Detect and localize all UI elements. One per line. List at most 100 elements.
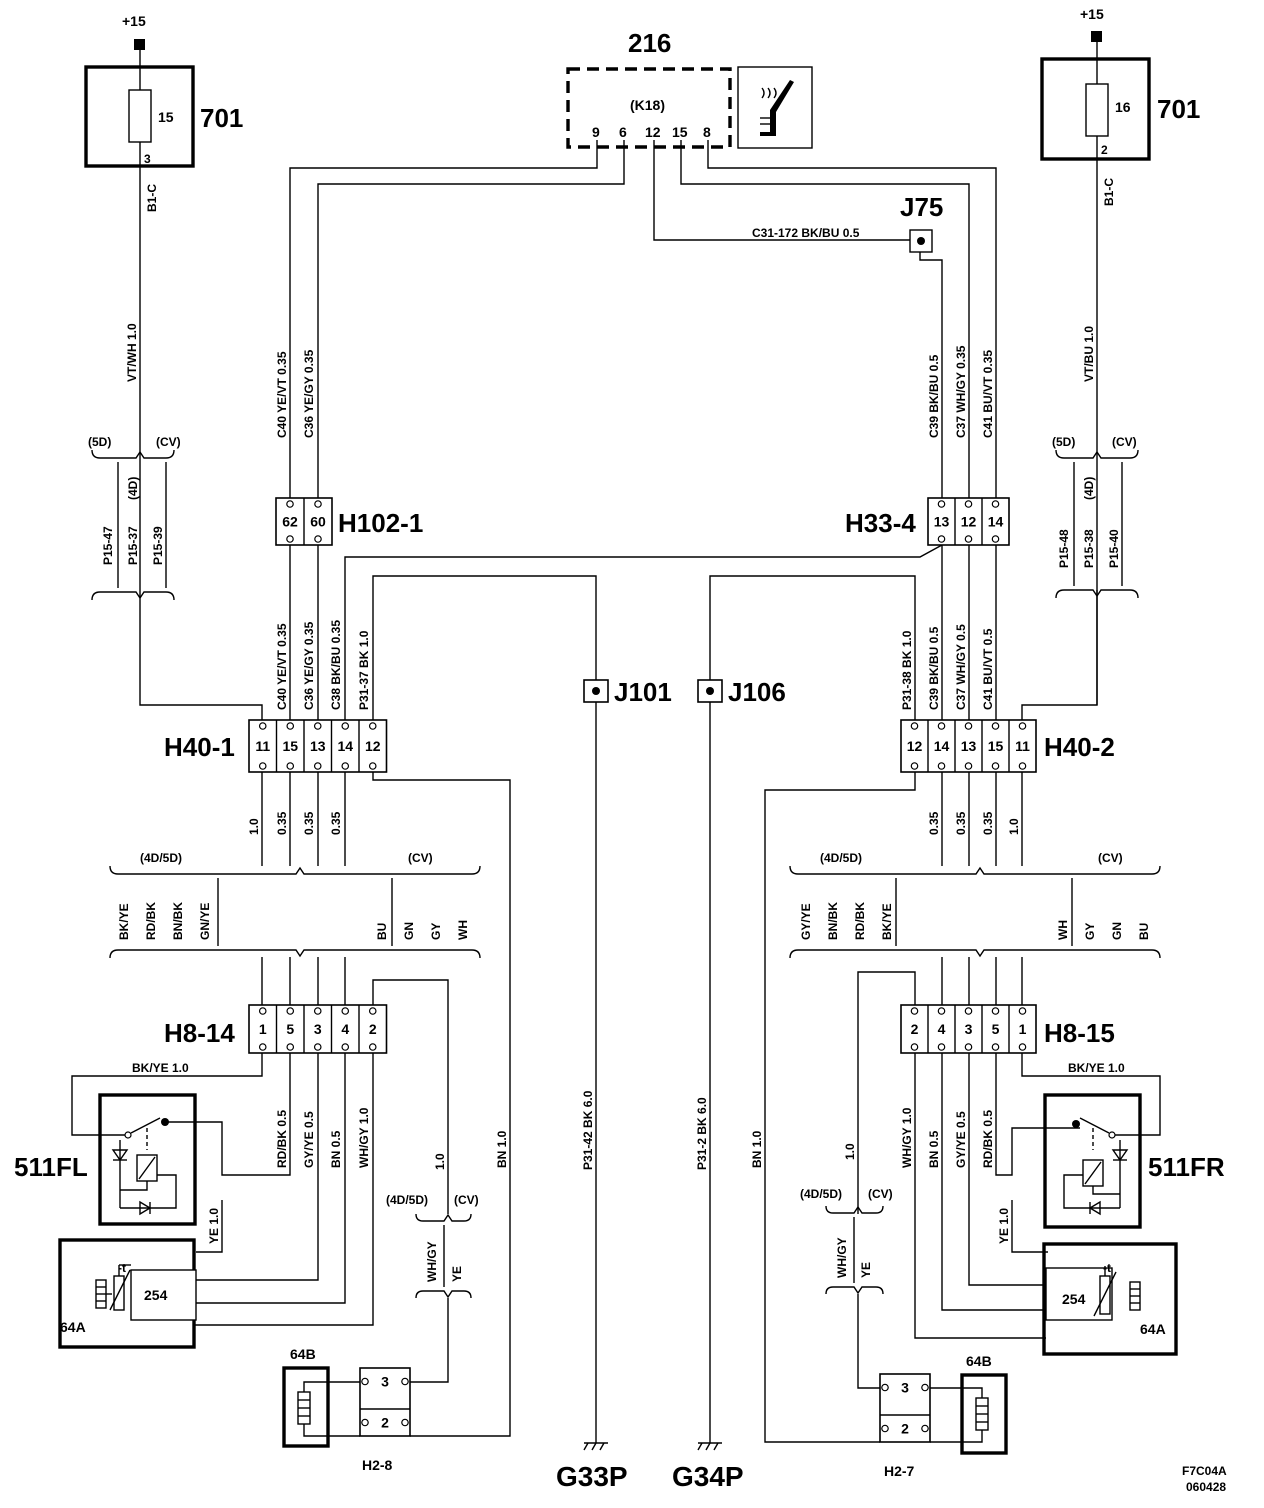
pin-terminal (341, 1007, 350, 1015)
pin-terminal (937, 722, 946, 730)
temp-sensor-254-left-label: 254 (144, 1287, 168, 1303)
variant-4d-5d-right: (4D/5D) (820, 851, 862, 865)
wire-bn-right: BN 1.0 (750, 1130, 764, 1168)
ground-g34p-label: G34P (672, 1461, 744, 1492)
pin-number: 2 (369, 1021, 377, 1037)
connector-label-h8-14: H8-14 (164, 1018, 235, 1048)
pin-number: 62 (282, 514, 298, 530)
pin-terminal (401, 1377, 409, 1386)
wire-bn05-right: BN 0.5 (927, 1130, 941, 1168)
pin-terminal (286, 762, 295, 770)
seat-switch-511fl-label: 511FL (14, 1152, 88, 1182)
splice-j101: J101 (583, 677, 672, 707)
pin-terminal (910, 1007, 919, 1015)
splice-j101-label: J101 (614, 677, 672, 707)
pin-terminal (361, 1377, 369, 1386)
pin-number: 1 (1019, 1021, 1027, 1037)
pin-terminal (313, 1007, 322, 1015)
seat-switch-511fr: 511FR (1043, 1093, 1225, 1229)
pin-terminal (286, 722, 295, 730)
variant-4d-5d-small-right: (4D/5D) (800, 1187, 842, 1201)
pin-terminal (937, 1007, 946, 1015)
color-right-cv-4: BU (1137, 923, 1151, 940)
pin-terminal (964, 1007, 973, 1015)
variant-bracket-right-small: (4D/5D) (CV) WH/GY YE (800, 1187, 893, 1295)
connector-label-h102-1: H102-1 (338, 508, 423, 538)
supply-label-left: +15 (122, 13, 146, 29)
variant-cv-right: (CV) (1112, 435, 1137, 449)
gauge-right-2: 0.35 (954, 811, 968, 835)
color-right-45d-4: BK/YE (880, 903, 894, 940)
pin-terminal (881, 1424, 889, 1433)
seat-switch-511fl: 511FL (14, 1093, 197, 1226)
color-left-45d-3: BN/BK (171, 902, 185, 940)
pin-terminal (258, 1043, 267, 1051)
color-left-cv-2: GN (402, 922, 416, 940)
pin-terminal (368, 722, 377, 730)
pin-terminal (991, 1043, 1000, 1051)
wire-h2-right-top: 1.0 (843, 1143, 857, 1160)
splice-j75-label: J75 (900, 192, 943, 222)
seat-heater-64a-left: -t 64A 254 (58, 1238, 197, 1349)
pin-terminal (314, 500, 322, 508)
pin-terminal (937, 762, 946, 770)
variant-bracket-left-small: (4D/5D) (CV) WH/GY YE (386, 1193, 479, 1299)
variant-bracket-right-mid: (4D/5D) (CV) GY/YE BN/BK RD/BK BK/YE WH … (789, 851, 1161, 959)
backrest-heater-64b-left-label: 64B (290, 1346, 316, 1362)
gauge-left-1: 1.0 (247, 818, 261, 835)
supply-label-right: +15 (1080, 6, 1104, 22)
pin-terminal (314, 535, 322, 543)
pin-terminal (921, 1424, 929, 1433)
wire-c38-mid: C38 BK/BU 0.35 (329, 620, 343, 710)
wire-p31-38: P31-38 BK 1.0 (900, 630, 914, 710)
wire-wh-gy-left: WH/GY 1.0 (357, 1107, 371, 1168)
seat-heater-icon (737, 66, 813, 149)
pin-number: 12 (961, 514, 977, 530)
pin-number: 2 (381, 1415, 389, 1431)
gauge-left-2: 0.35 (275, 811, 289, 835)
backrest-heater-64b-left: 64B (282, 1346, 360, 1448)
variant-p15-47: P15-47 (101, 526, 115, 565)
wire-p31-2: P31-2 BK 6.0 (695, 1097, 709, 1170)
wires (71, 38, 1161, 1443)
variant-p15-48: P15-48 (1057, 529, 1071, 568)
pin-terminal (286, 500, 294, 508)
diagram-code: F7C04A (1182, 1464, 1227, 1478)
color-right-cv-1: WH (1056, 920, 1070, 940)
pin-terminal (313, 762, 322, 770)
seat-heater-64a-right: -t 64A 254 (1042, 1242, 1178, 1356)
module-pin-8: 8 (703, 124, 711, 140)
wire-wh-gy-right: WH/GY 1.0 (900, 1107, 914, 1168)
variant-cv-left: (CV) (156, 435, 181, 449)
control-module-216: 216 (K18) 9 6 12 15 8 (566, 28, 813, 149)
pin-terminal (937, 500, 946, 508)
fuse-number-left: 15 (158, 109, 174, 125)
pin-terminal (1018, 762, 1027, 770)
color-left-cv-4: WH (456, 920, 470, 940)
connector-h2-8: 32 (359, 1367, 411, 1437)
variant-bracket-left-mid: (4D/5D) (CV) BK/YE RD/BK BN/BK GN/YE BU … (109, 851, 481, 959)
pin-number: 14 (337, 738, 353, 754)
wire-ye-right: YE 1.0 (997, 1208, 1011, 1244)
pin-number: 13 (961, 738, 977, 754)
color-right-cv-3: GN (1110, 922, 1124, 940)
pin-terminal (258, 722, 267, 730)
ntc-minus-left: -t (118, 1261, 126, 1275)
diagram-date: 060428 (1186, 1480, 1226, 1494)
pin-terminal (937, 1043, 946, 1051)
fuse-box-left: +15 15 3 701 B1-C (84, 13, 243, 212)
seat-heater-64a-right-label: 64A (1140, 1321, 1166, 1337)
variant-cv-small-right: (CV) (868, 1187, 893, 1201)
wire-rd-bk-left: RD/BK 0.5 (275, 1110, 289, 1168)
connector-label-h2-7: H2-7 (884, 1463, 915, 1479)
fuse-box-id-left: 701 (200, 103, 243, 133)
pin-terminal (401, 1418, 409, 1427)
wire-vt-wh: VT/WH 1.0 (125, 323, 139, 382)
color-small-right-1: WH/GY (835, 1237, 849, 1278)
pin-terminal (1018, 1043, 1027, 1051)
pin-terminal (937, 535, 946, 543)
pin-number: 5 (286, 1021, 294, 1037)
